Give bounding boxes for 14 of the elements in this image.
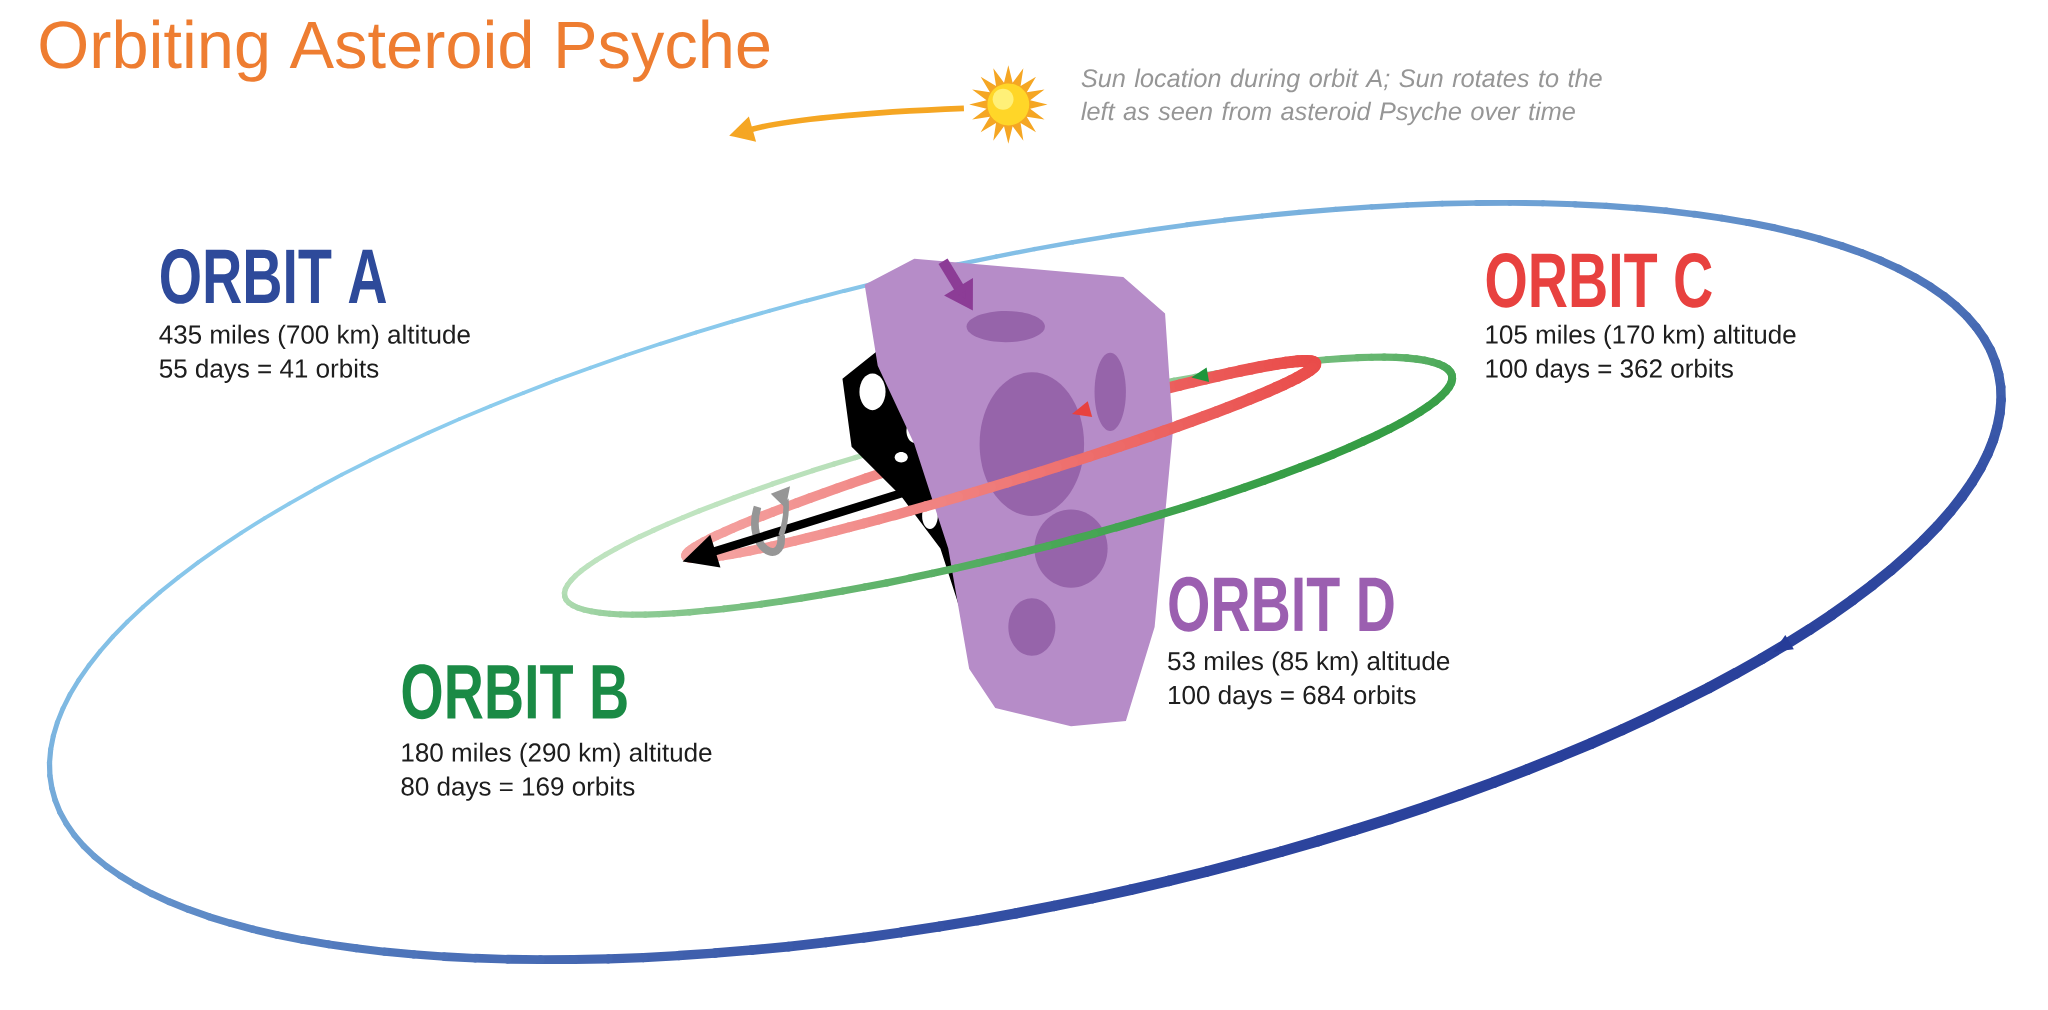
orbit-heading: ORBIT B [402, 664, 627, 720]
orbit-detail: 80 days = 169 orbits [401, 776, 635, 801]
note-text: Sun location during orbit A; Sun rotates to the left as seen from asteroid Psyche over time [1081, 68, 1602, 126]
orbit-heading: ORBIT A [161, 249, 387, 304]
orbit-detail: 53 miles (85 km) altitude [1168, 651, 1450, 676]
title: Orbiting Asteroid Psyche [40, 19, 770, 82]
orbit-detail: 100 days = 684 orbits [1169, 685, 1416, 710]
orbit-detail: 105 miles (170 km) altitude [1486, 324, 1796, 350]
orbit-heading: ORBIT D [1169, 577, 1394, 632]
orbit-detail: 55 days = 41 orbits [159, 358, 379, 384]
orbit-detail: 435 miles (700 km) altitude [159, 324, 470, 350]
orbit-heading: ORBIT C [1486, 253, 1712, 308]
orbit-detail: 100 days = 362 orbits [1486, 358, 1733, 384]
orbit-detail: 180 miles (290 km) altitude [402, 742, 712, 768]
